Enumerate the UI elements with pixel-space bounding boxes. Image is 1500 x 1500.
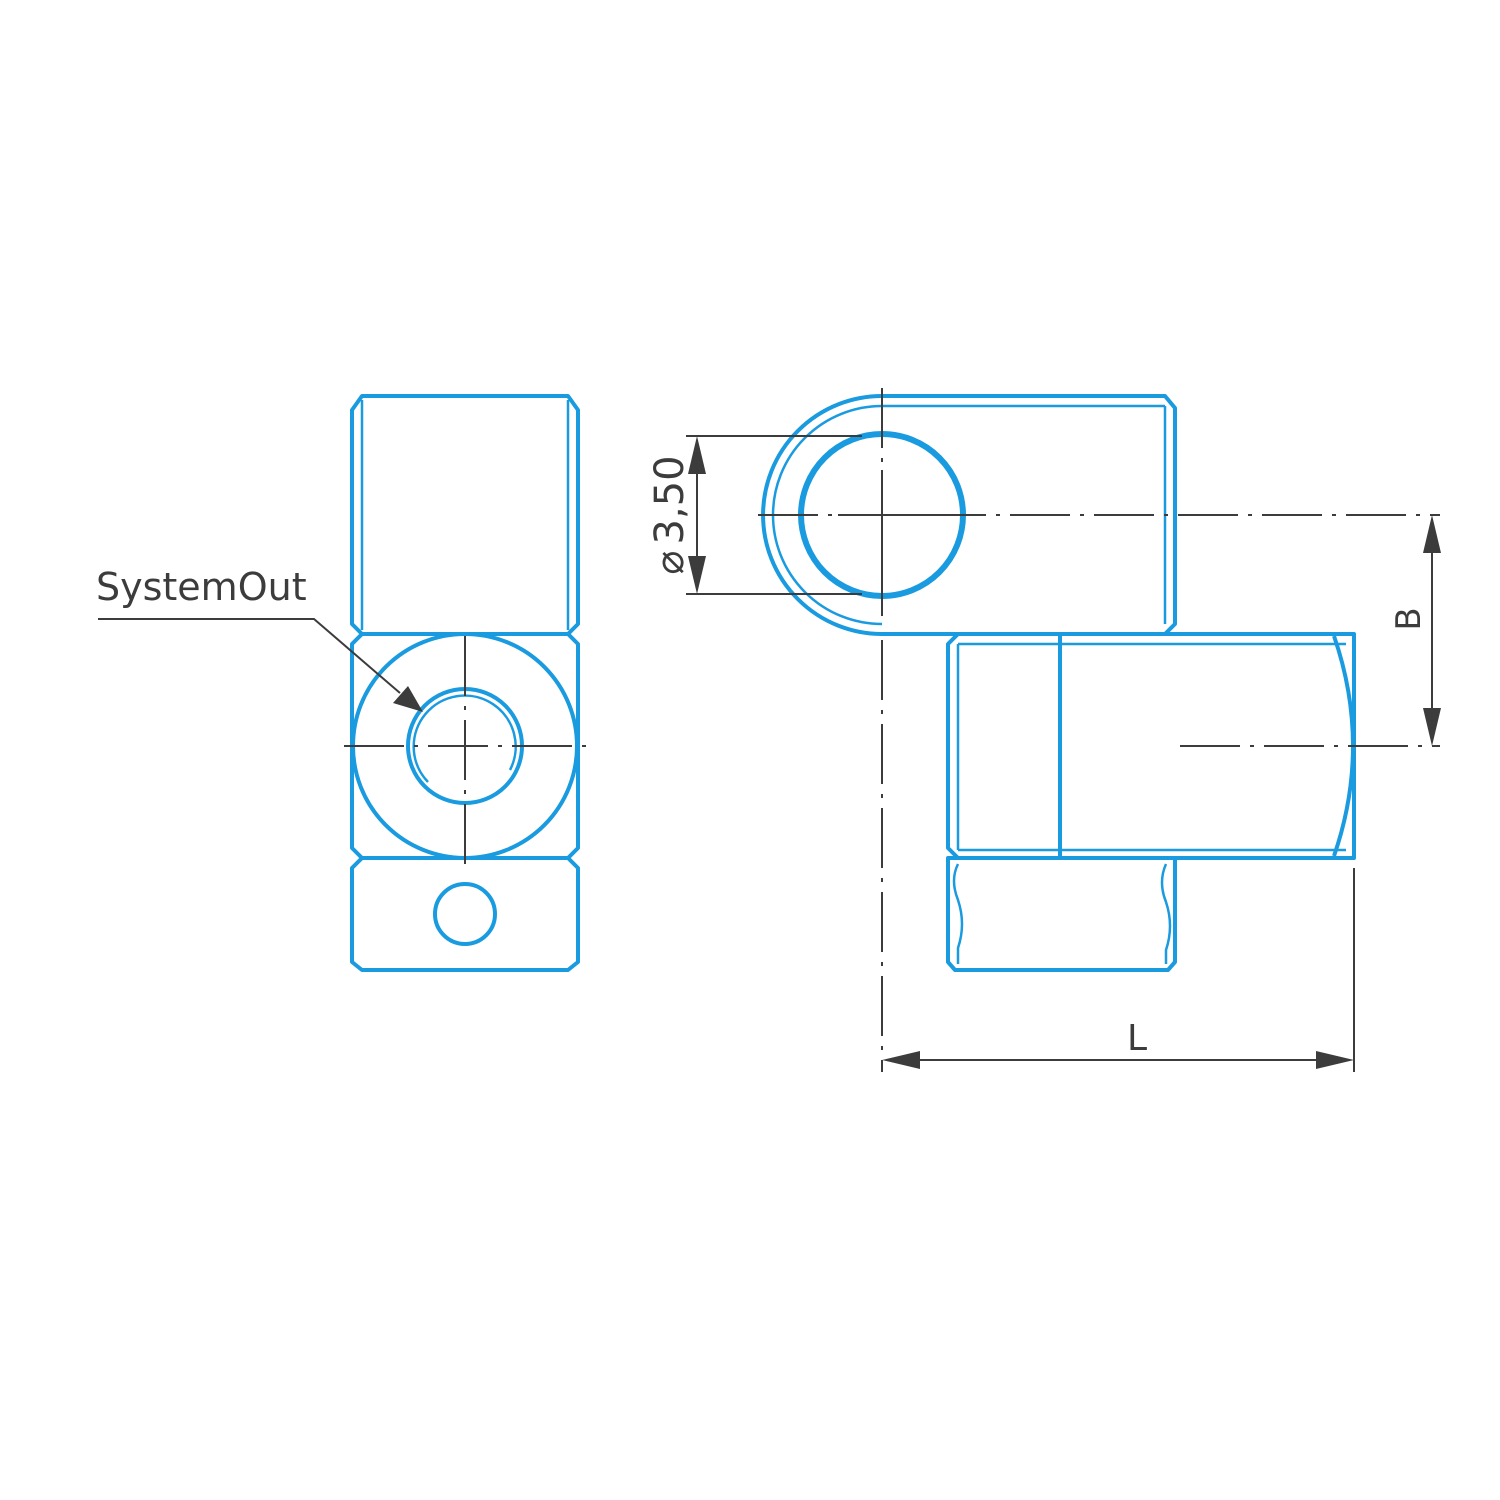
l-label: L <box>1127 1018 1147 1059</box>
side-view <box>758 388 1440 972</box>
front-bore-thread-arc <box>412 694 517 783</box>
b-arrow-top <box>1423 515 1441 553</box>
l-arrow-right <box>1316 1051 1354 1069</box>
l-dimension <box>881 640 1355 1072</box>
diameter-label-group: ⌀ 3,50 <box>647 455 693 574</box>
b-label-group: B <box>1389 607 1429 630</box>
b-arrow-bottom <box>1423 708 1441 746</box>
diameter-symbol: ⌀ <box>647 550 693 574</box>
svg-text:⌀3,50: ⌀ 3,50 <box>647 455 693 574</box>
diameter-value: 3,50 <box>647 455 693 544</box>
side-stem-break-left <box>952 863 964 964</box>
diameter-arrow-top <box>688 436 706 474</box>
front-middle-block <box>350 632 580 860</box>
diameter-arrow-bottom <box>688 556 706 594</box>
side-stem <box>946 856 1177 972</box>
front-bottom-block <box>350 856 580 972</box>
diameter-dimension <box>686 435 862 595</box>
l-arrow-left <box>882 1051 920 1069</box>
callout-label: SystemOut <box>96 565 307 609</box>
side-lower-body <box>946 632 1356 860</box>
callout-leader-line <box>98 618 401 694</box>
b-dimension <box>1423 515 1441 746</box>
front-small-hole <box>433 882 497 946</box>
side-stem-break-right <box>1160 863 1172 964</box>
side-eye-body <box>761 394 1177 636</box>
b-label: B <box>1389 607 1429 630</box>
front-view <box>98 394 590 972</box>
callout-arrowhead <box>393 686 423 712</box>
front-top-block <box>350 394 580 636</box>
